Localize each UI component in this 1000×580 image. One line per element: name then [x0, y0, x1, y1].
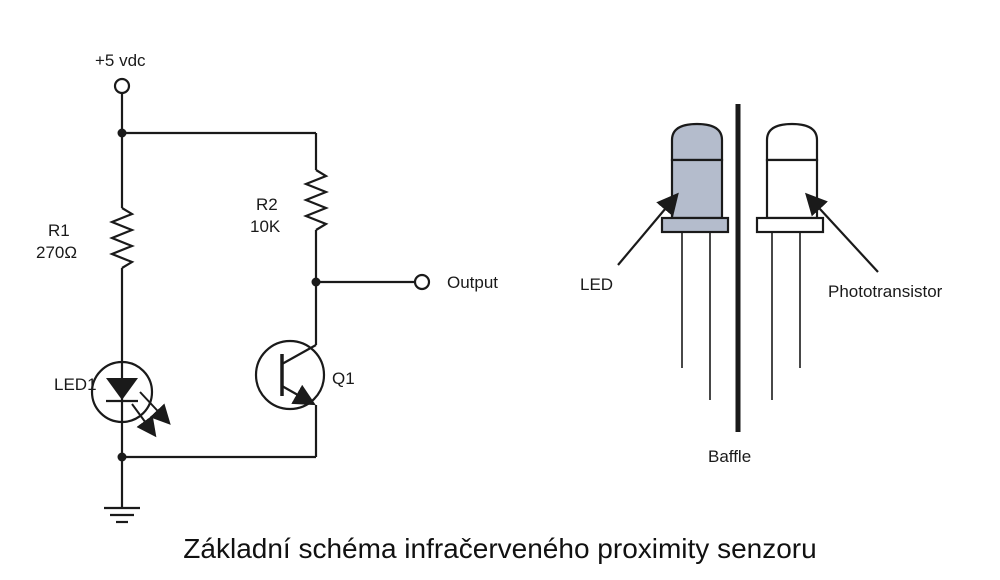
baffle-label: Baffle: [708, 447, 751, 466]
supply-label: +5 vdc: [95, 51, 146, 70]
led1-symbol: [90, 360, 171, 438]
led-label: LED: [580, 275, 613, 294]
r2-value: 10K: [250, 217, 281, 236]
phototransistor-label: Phototransistor: [828, 282, 943, 301]
r1-name: R1: [48, 221, 70, 240]
physical-layout: LED Phototransistor Baffle: [580, 104, 943, 466]
phototransistor-component: [755, 122, 825, 400]
resistor-r1: [109, 207, 135, 269]
r1-value: 270Ω: [36, 243, 77, 262]
phototransistor-pointer-arrow: [805, 192, 879, 273]
q1-label: Q1: [332, 369, 355, 388]
r2-name: R2: [256, 195, 278, 214]
q1-symbol: [254, 339, 326, 411]
output-label: Output: [447, 273, 498, 292]
output-terminal: [413, 273, 431, 291]
diagram-caption: Základní schéma infračerveného proximity…: [183, 533, 817, 564]
led-pointer-arrow: [617, 192, 679, 266]
led1-label: LED1: [54, 375, 97, 394]
supply-terminal: [113, 77, 131, 95]
circuit-schematic: +5 vdc R1 270Ω LED1: [36, 51, 498, 524]
ground-symbol: [104, 506, 140, 524]
led-component: [660, 122, 730, 400]
resistor-r2: [303, 169, 329, 231]
